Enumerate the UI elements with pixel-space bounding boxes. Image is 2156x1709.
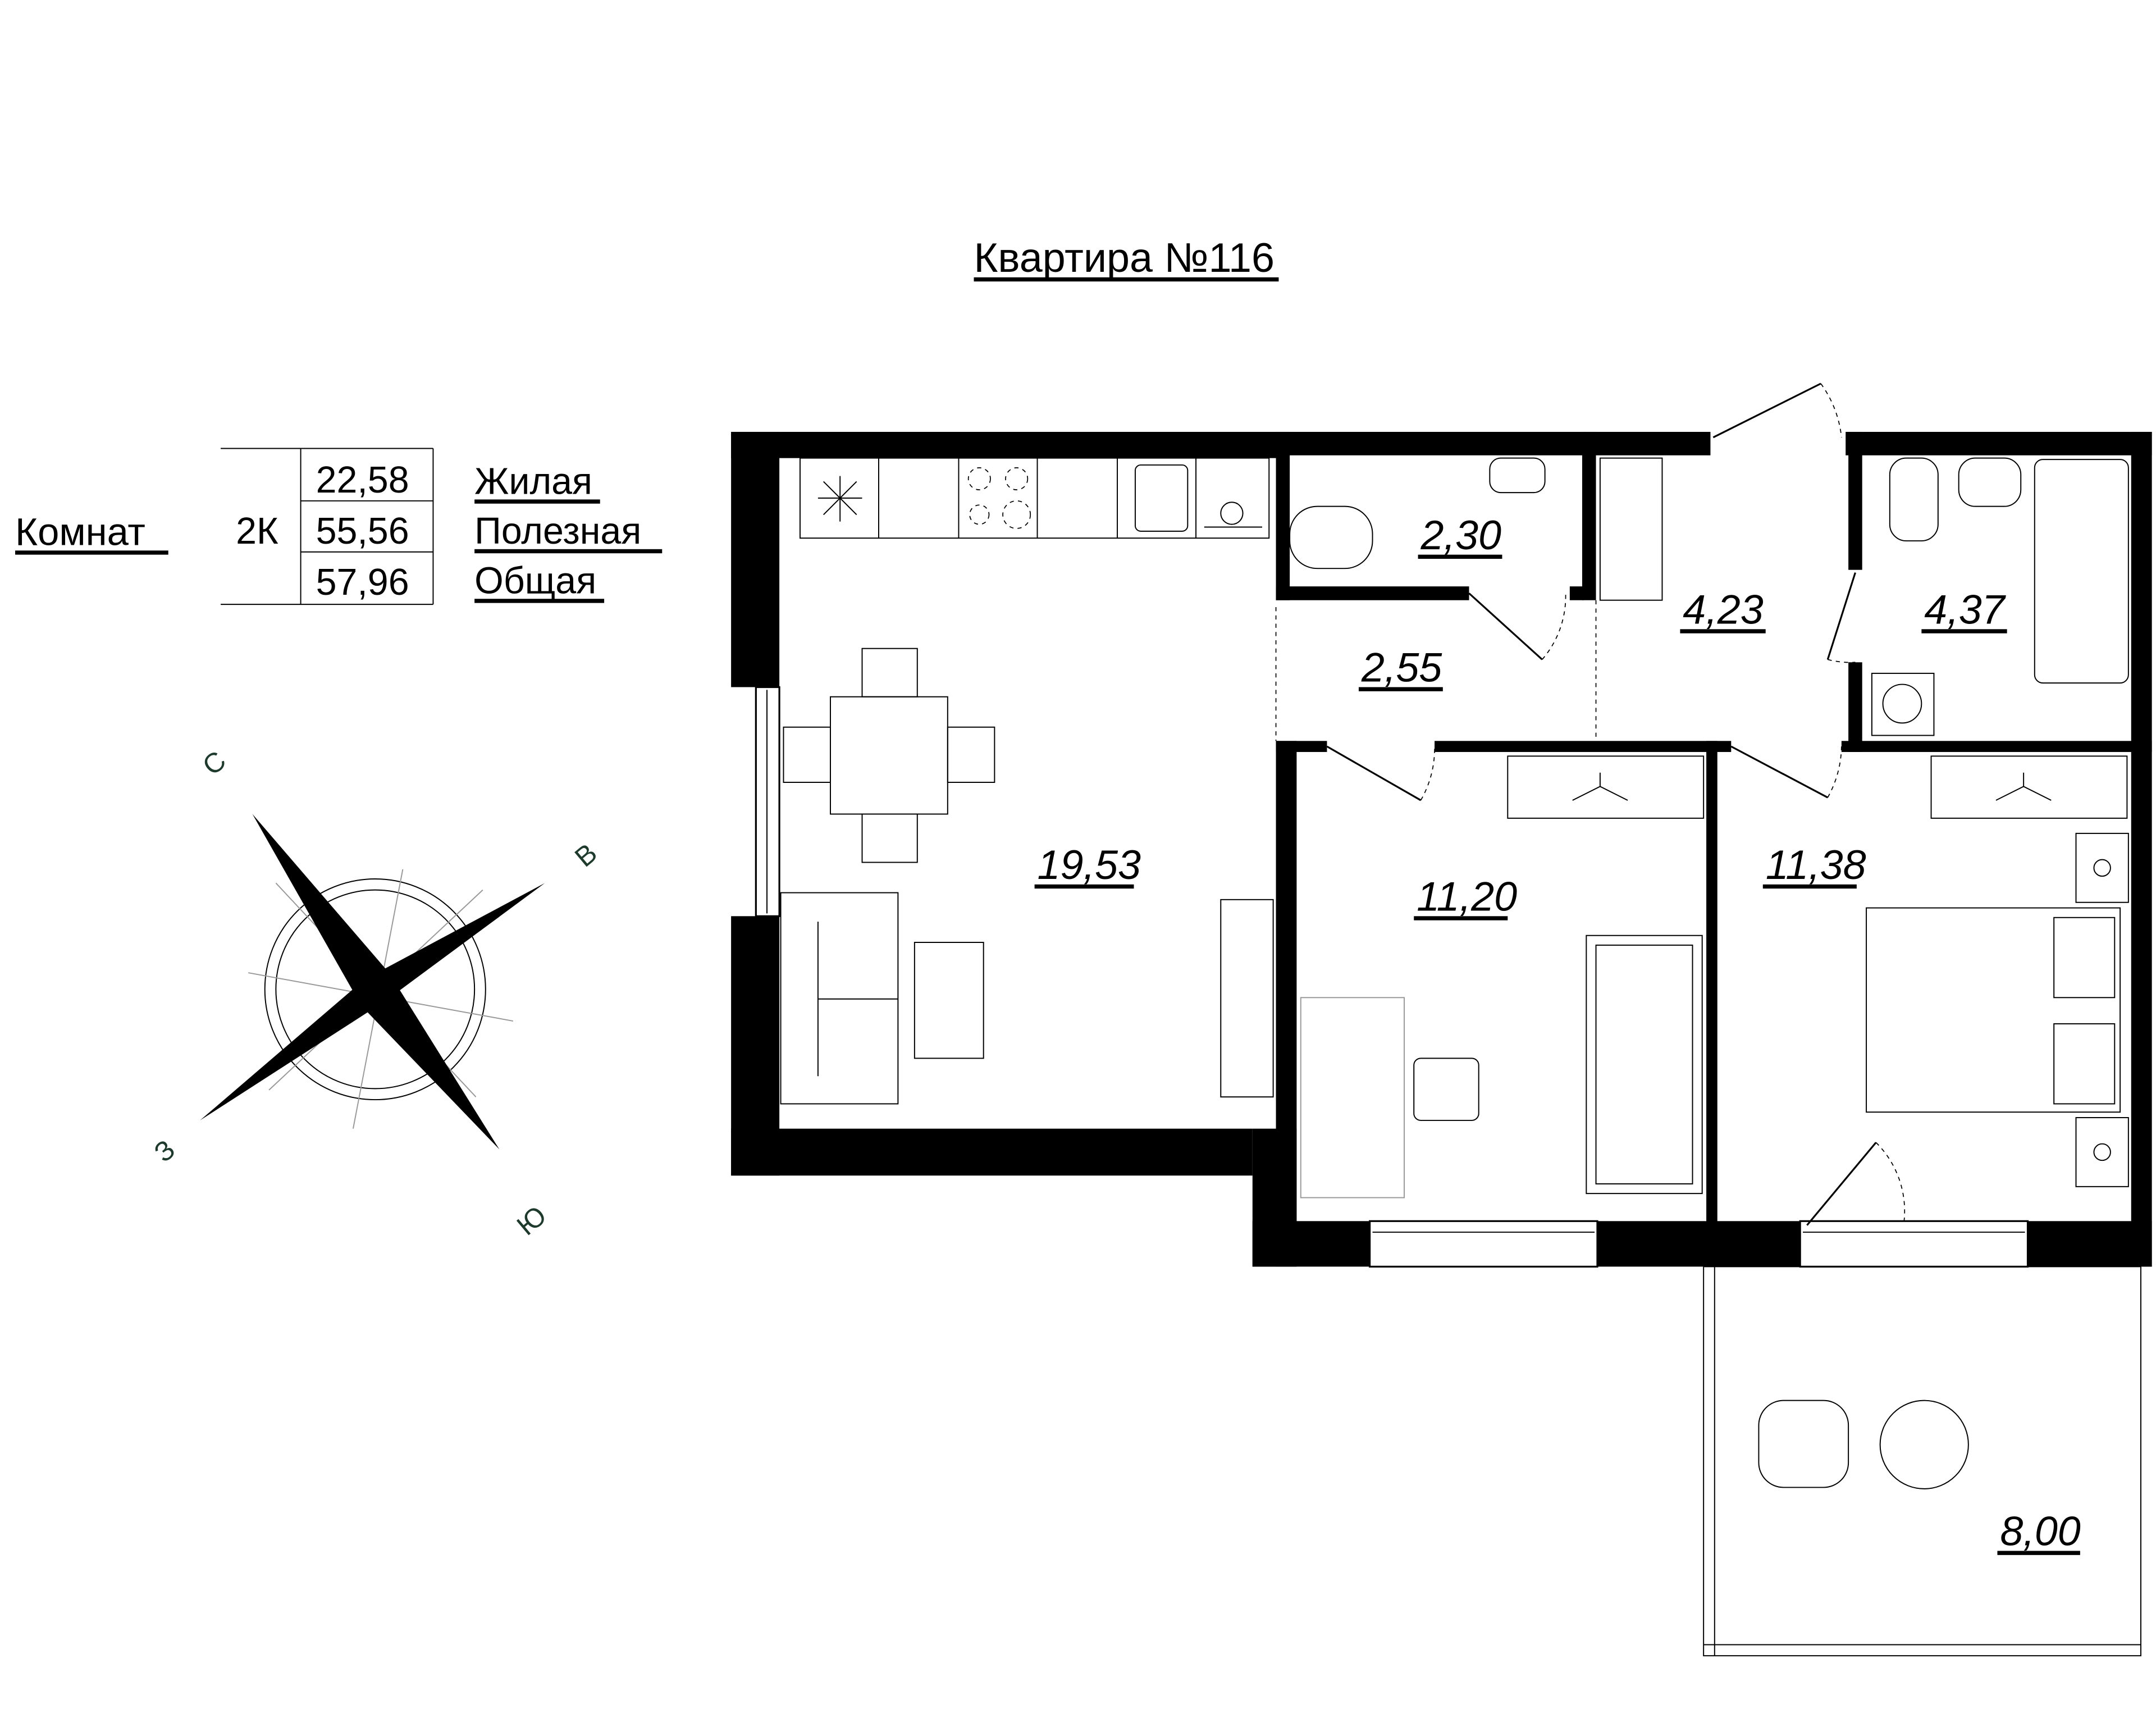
double-bed (1866, 907, 2121, 1113)
tv-stand (1220, 899, 1274, 1098)
hall-wardrobe (1599, 457, 1663, 601)
nightstand (2075, 1117, 2129, 1187)
round-table (1879, 1400, 1969, 1489)
chair-icon (947, 726, 995, 783)
single-bed (1586, 935, 1703, 1195)
area-bathroom: 4,37 (1924, 586, 2006, 632)
total-area-value: 57,96 (316, 562, 409, 603)
north-label: С (197, 745, 232, 781)
stove-icon (967, 467, 1031, 529)
sink-icon (1134, 464, 1189, 532)
compass-inner-ring (275, 889, 476, 1090)
toilet-icon (1889, 457, 1939, 542)
area-wc: 2,30 (1420, 512, 1501, 558)
living-area-label: Жилая (474, 461, 592, 503)
useful-area-label: Полезная (474, 511, 641, 552)
west-label: З (149, 1134, 181, 1168)
nightstand (2075, 832, 2129, 903)
useful-area-value: 55,56 (316, 511, 409, 552)
compass-outer-ring (264, 878, 486, 1101)
walls (731, 431, 2152, 1267)
rooms-label: Комнат (15, 510, 145, 553)
apartment-title: Квартира №116 (974, 234, 1279, 282)
office-chair (1413, 1058, 1479, 1121)
coffee-table (913, 942, 984, 1059)
compass-rose: С В З Ю (149, 745, 603, 1241)
south-label: Ю (511, 1200, 552, 1241)
bathtub (2034, 459, 2129, 684)
living-area-value: 22,58 (316, 459, 409, 501)
armchair (1758, 1400, 1849, 1488)
wardrobe (1507, 755, 1705, 819)
area-kitchen-living: 19,53 (1038, 841, 1141, 888)
chair-icon (861, 813, 918, 863)
area-bedroom-1: 11,20 (1417, 873, 1517, 919)
wardrobe (1930, 755, 2128, 819)
total-area-label: Общая (474, 560, 596, 601)
title-text: Квартира №116 (974, 234, 1275, 281)
room-areas: 19,53 2,30 2,55 4,23 4,37 11,20 11,38 8,… (1034, 512, 2081, 1555)
rooms-label-underline (15, 550, 168, 555)
desk (1300, 997, 1405, 1198)
kitchen-counter (799, 457, 1270, 539)
furniture (780, 457, 2141, 1657)
rooms-count: 2К (236, 511, 278, 552)
washing-machine (1871, 672, 1935, 736)
title-underline (974, 277, 1279, 282)
area-hall: 4,23 (1683, 586, 1763, 632)
area-balcony: 8,00 (2000, 1508, 2080, 1555)
area-summary-table: Комнат 2К 22,58 55,56 57,96 Жилая Полезн… (15, 448, 663, 605)
dishwasher-icon (1204, 502, 1262, 528)
washbasin-icon (1489, 457, 1546, 494)
compass-needle-ew (200, 883, 545, 1120)
east-label: В (569, 838, 603, 873)
chair-icon (861, 648, 918, 698)
sofa (780, 892, 899, 1105)
balcony-outline (1703, 1266, 2141, 1657)
dining-table (830, 696, 948, 815)
washbasin-icon (1958, 457, 2022, 507)
area-corridor: 2,55 (1361, 644, 1442, 691)
chair-icon (783, 726, 831, 783)
toilet-icon (1289, 505, 1373, 569)
freezer-snowflake-icon (817, 476, 862, 522)
area-bedroom-2: 11,38 (1766, 841, 1866, 888)
